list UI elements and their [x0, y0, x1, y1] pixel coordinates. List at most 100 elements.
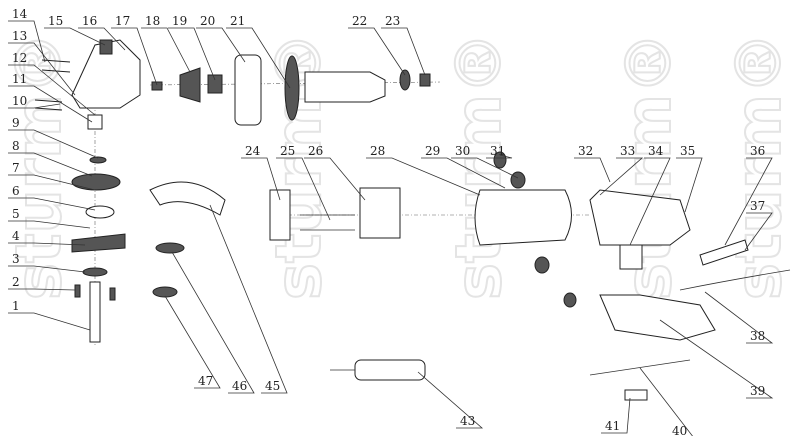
watermark-text: sturm® — [722, 32, 795, 300]
leader-line — [8, 42, 76, 96]
bearing-seat — [234, 54, 262, 126]
brush-cap — [563, 292, 577, 308]
part-label-9: 9 — [8, 116, 99, 159]
part-label-10: 10 — [8, 94, 61, 109]
part-label-28: 28 — [366, 144, 481, 196]
screw — [41, 59, 71, 63]
leader-line — [417, 371, 484, 429]
leader-line — [164, 295, 221, 389]
part-label-47: 47 — [164, 295, 221, 389]
part-label-40: 40 — [639, 367, 693, 436]
leader-line — [44, 27, 106, 46]
part-label-38: 38 — [704, 291, 774, 344]
part-label-2: 2 — [8, 275, 76, 291]
stator — [359, 187, 401, 239]
part-label-21: 21 — [226, 14, 291, 89]
part-number: 14 — [12, 7, 28, 21]
leader-line — [381, 27, 426, 76]
leader-line — [276, 157, 331, 221]
brush-ring — [269, 189, 291, 241]
part-number: 38 — [750, 329, 765, 343]
leader-line — [8, 312, 91, 331]
part-label-13: 13 — [8, 29, 76, 96]
fan — [284, 55, 300, 121]
part-number: 7 — [12, 161, 20, 175]
part-label-25: 25 — [276, 144, 331, 221]
switch-rod — [589, 359, 691, 376]
part-label-12: 12 — [8, 51, 96, 116]
part-label-18: 18 — [141, 14, 191, 73]
part-number: 24 — [245, 144, 261, 158]
bearing — [87, 114, 103, 130]
leader-line — [8, 265, 86, 273]
part-number: 19 — [172, 14, 187, 28]
part-label-14: 14 — [8, 7, 46, 63]
part-label-20: 20 — [196, 14, 246, 63]
leader-line — [304, 157, 366, 201]
part-number: 37 — [750, 199, 765, 213]
leader-line — [744, 212, 773, 251]
part-label-35: 35 — [676, 144, 703, 213]
leader-line — [8, 64, 96, 116]
bearing — [85, 205, 115, 219]
leader-line — [8, 288, 76, 291]
rear-cover — [589, 189, 691, 246]
part-number: 9 — [12, 116, 20, 130]
leader-line — [366, 157, 481, 196]
lock-button — [99, 39, 113, 55]
leader-line — [168, 27, 216, 81]
screw — [74, 284, 81, 298]
part-number: 31 — [490, 144, 505, 158]
bearing-cap — [419, 73, 431, 87]
part-number: 17 — [115, 14, 130, 28]
part-label-32: 32 — [574, 144, 611, 183]
part-number: 20 — [200, 14, 215, 28]
part-number: 13 — [12, 29, 27, 43]
part-number: 46 — [232, 379, 247, 393]
watermark-text: sturm® — [2, 32, 75, 300]
handle-cover — [599, 294, 716, 341]
leader-line — [8, 152, 93, 177]
wheel-guard — [149, 181, 226, 216]
brush-holder — [534, 256, 550, 274]
part-label-31: 31 — [486, 144, 513, 159]
motor-housing — [474, 189, 572, 246]
part-label-19: 19 — [168, 14, 216, 81]
part-label-16: 16 — [78, 14, 126, 51]
leader-line — [241, 157, 281, 201]
part-number: 28 — [370, 144, 385, 158]
leader-line — [704, 291, 774, 344]
part-label-39: 39 — [659, 319, 774, 399]
switch — [619, 244, 643, 270]
leader-line — [486, 154, 513, 159]
part-number: 29 — [425, 144, 440, 158]
leader-line — [724, 157, 773, 246]
part-label-46: 46 — [171, 251, 255, 394]
leader-line — [209, 204, 288, 394]
screw — [34, 107, 63, 111]
part-number: 40 — [672, 424, 687, 436]
leader-line — [629, 157, 671, 246]
part-number: 43 — [460, 414, 475, 428]
part-number: 26 — [308, 144, 323, 158]
part-number: 1 — [12, 299, 20, 313]
part-label-33: 33 — [599, 144, 644, 196]
part-label-8: 8 — [8, 139, 93, 177]
part-number: 3 — [12, 252, 20, 266]
leader-line — [141, 27, 191, 73]
part-label-34: 34 — [629, 144, 671, 246]
leader-line — [78, 27, 126, 51]
part-number: 39 — [750, 384, 765, 398]
part-number: 15 — [48, 14, 63, 28]
bevel-gear — [71, 173, 121, 191]
part-number: 22 — [352, 14, 367, 28]
leader-line — [8, 174, 96, 191]
leader-line — [348, 27, 406, 76]
part-number: 33 — [620, 144, 635, 158]
part-label-23: 23 — [381, 14, 426, 76]
washer — [89, 156, 107, 164]
leader-line — [226, 27, 291, 89]
leader-line — [8, 197, 96, 211]
leader-line — [171, 251, 255, 394]
